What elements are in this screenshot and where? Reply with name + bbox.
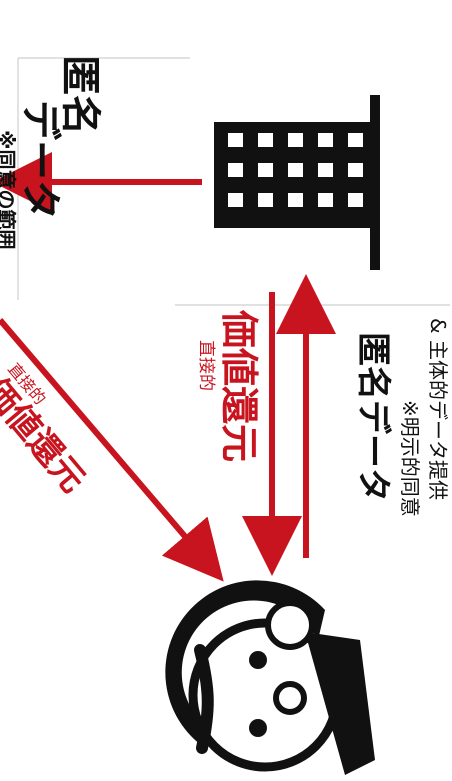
center-direct-big: 価値還元 [217, 310, 261, 463]
top-anonymous-note: ※同意の範囲 [0, 130, 18, 250]
bottom-anonymous-title: 匿名データ [353, 332, 393, 502]
building-icon [214, 95, 380, 270]
arrow-diagonal-to-person [0, 318, 224, 582]
person-icon [165, 580, 375, 775]
top-anonymous-title: 匿名 [57, 55, 103, 135]
arrows [0, 152, 336, 582]
top-anonymous-subtitle: データ [17, 100, 63, 220]
bottom-anonymous-note2: & 主体的データ提供 [426, 318, 450, 500]
bottom-anonymous-note1: ※明示的同意 [398, 400, 422, 517]
center-direct-small: 直接的 [196, 340, 216, 391]
